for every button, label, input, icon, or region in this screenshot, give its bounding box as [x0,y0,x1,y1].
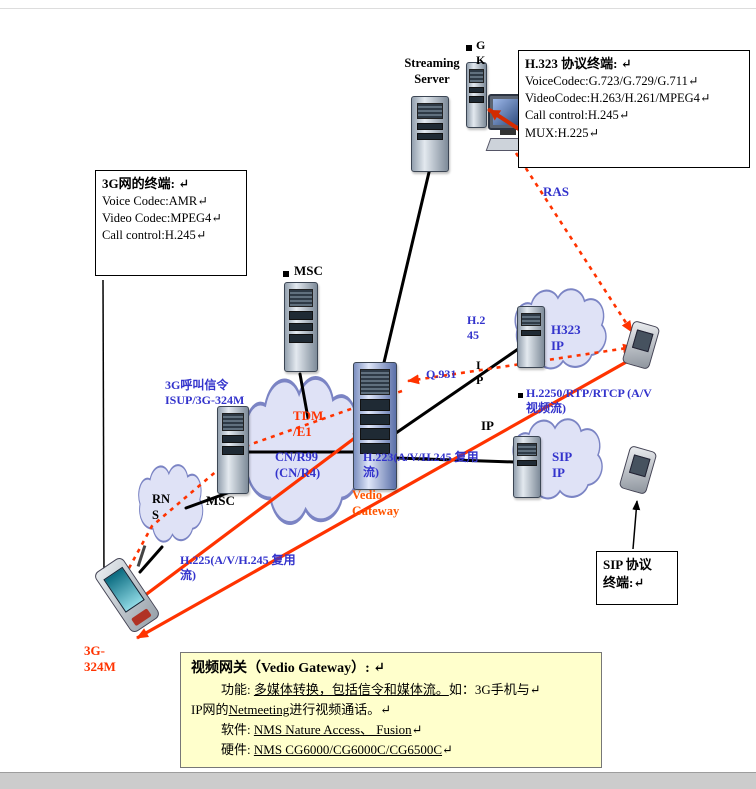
ip-vertical-label: I P [476,358,484,387]
server-vent [469,69,484,83]
note-segment: 硬件: [221,742,254,758]
sip-terminal-device-icon [617,444,659,496]
ras-label: RAS [543,184,570,199]
h225-mux-label: H.225(A/V/H.245 复用流) [180,553,296,582]
note-line: 硬件: NMS CG6000/CG6000C/CG6500C↵ [191,740,591,760]
server-slot [359,413,391,426]
server-slot [359,428,391,440]
marker-icon [283,271,289,277]
server-vent [221,413,245,431]
marker-icon [466,45,472,51]
box-line: VoiceCodec:G.723/G.729/G.711↵ [525,73,699,88]
box-line: MUX:H.225↵ [525,125,600,140]
server-vent [416,103,444,119]
box-title: SIP 协议终端:↵ [603,557,652,590]
mobile-phone-icon [88,545,172,643]
gatekeeper-label: G K [476,38,486,67]
server-slot [289,322,313,332]
note-segment: 如：3G手机与↵ [448,681,541,697]
server-slot [221,446,245,455]
box-line: Video Codec:MPEG4↵ [102,211,222,226]
gateway-note-box: 视频网关（Vedio Gateway）: ↵ 功能: 多媒体转换，包括信令和媒体… [180,652,602,769]
server-slot [416,122,444,131]
server-slot [359,399,391,411]
note-line: 功能: 多媒体转换，包括信令和媒体流。如：3G手机与↵ [191,680,591,700]
sip-ip-cloud-label: SIP IP [552,449,572,481]
3g-terminal-info-box: 3G网的终端: ↵ Voice Codec:AMR↵ Video Codec:M… [95,170,247,276]
phone-keypad [131,608,152,627]
server-slot [517,459,537,467]
note-segment: NMS CG6000/CG6000C/CG6500C [253,742,443,758]
box-line: Voice Codec:AMR↵ [102,193,208,208]
msc-top-label: MSC [294,263,323,278]
note-segment: ↵ [442,742,453,758]
3g-signaling-label: 3G呼叫信令 ISUP/3G-324M [165,378,245,407]
h323-terminal-device-icon [620,319,662,371]
phone-body [92,555,162,635]
server-slot [416,133,444,141]
server-slot [521,329,541,337]
media-stream-arrows [123,350,645,640]
server-vent [521,313,541,326]
h323-terminal-info-box: H.323 协议终端: ↵ VoiceCodec:G.723/G.729/G.7… [518,50,750,168]
h223-mux-label: H.223(A/V/H.245 复用流) [363,450,479,479]
device-body [618,444,658,496]
box-title: 3G网的终端: ↵ [102,176,190,191]
note-line: 软件: NMS Nature Access、 Fusion↵ [191,720,591,740]
note-segment: IP网的 [191,701,229,717]
marker-icon [518,393,523,398]
server-slot [469,86,484,94]
phone-antenna [136,545,147,567]
note-segment: ↵ [411,721,423,737]
server-slot [469,96,484,103]
cn-r99-label: CN/R99 (CN/R4) [275,450,321,480]
page-margin-line [0,8,756,9]
monitor-stand [500,130,516,135]
msc-top-icon [284,282,318,372]
note-title: 视频网关（Vedio Gateway）: ↵ [191,661,385,676]
streaming-server-label: Streaming Server [404,56,460,86]
streaming-server-icon [411,96,449,172]
window-bottom-strip [0,772,756,789]
note-segment: Netmeeting [228,701,290,717]
rns-label: RN S [152,492,171,522]
server-slot [221,435,245,444]
h245-label: H.2 45 [467,313,486,342]
server-vent [359,369,391,395]
box-line: Call control:H.245↵ [102,228,207,243]
msc-left-label: MSC [206,493,235,508]
h323-ip-cloud-label: H323 IP [551,322,581,354]
phone-3g324m-label: 3G-324M [84,643,116,675]
sip-network-server-icon [513,436,541,498]
phone-screen [103,566,145,613]
box-title: H.323 协议终端: ↵ [525,56,632,71]
box-line: VideoCodec:H.263/H.261/MPEG4↵ [525,91,711,106]
vedio-gateway-label: Vedio Gateway [352,488,400,518]
server-slot [289,334,313,344]
device-screen [628,454,651,478]
device-body [621,319,661,371]
q931-label: Q.931 [426,367,457,381]
h2250-rtp-rtcp-label: H.2250/RTP/RTCP (A/V视频流) [526,386,652,415]
note-segment: NMS Nature Access、 Fusion [253,721,412,737]
note-segment: 进行视频通话。↵ [289,701,392,717]
server-slot [289,311,313,320]
note-segment: 多媒体转换，包括信令和媒体流。 [253,681,449,697]
box-line: Call control:H.245↵ [525,108,630,123]
device-screen [631,329,654,353]
sip-terminal-info-box: SIP 协议终端:↵ [596,551,678,605]
note-segment: 功能: [221,681,254,697]
note-line: IP网的Netmeeting进行视频通话。↵ [191,700,591,720]
server-vent [289,289,313,308]
ip-label: IP [481,418,494,433]
server-vent [517,443,537,456]
msc-left-icon [217,406,249,494]
note-segment: 软件: [221,721,254,737]
h323-network-server-icon [517,306,545,368]
tdm-e1-label: TDM /E1 [293,408,324,440]
